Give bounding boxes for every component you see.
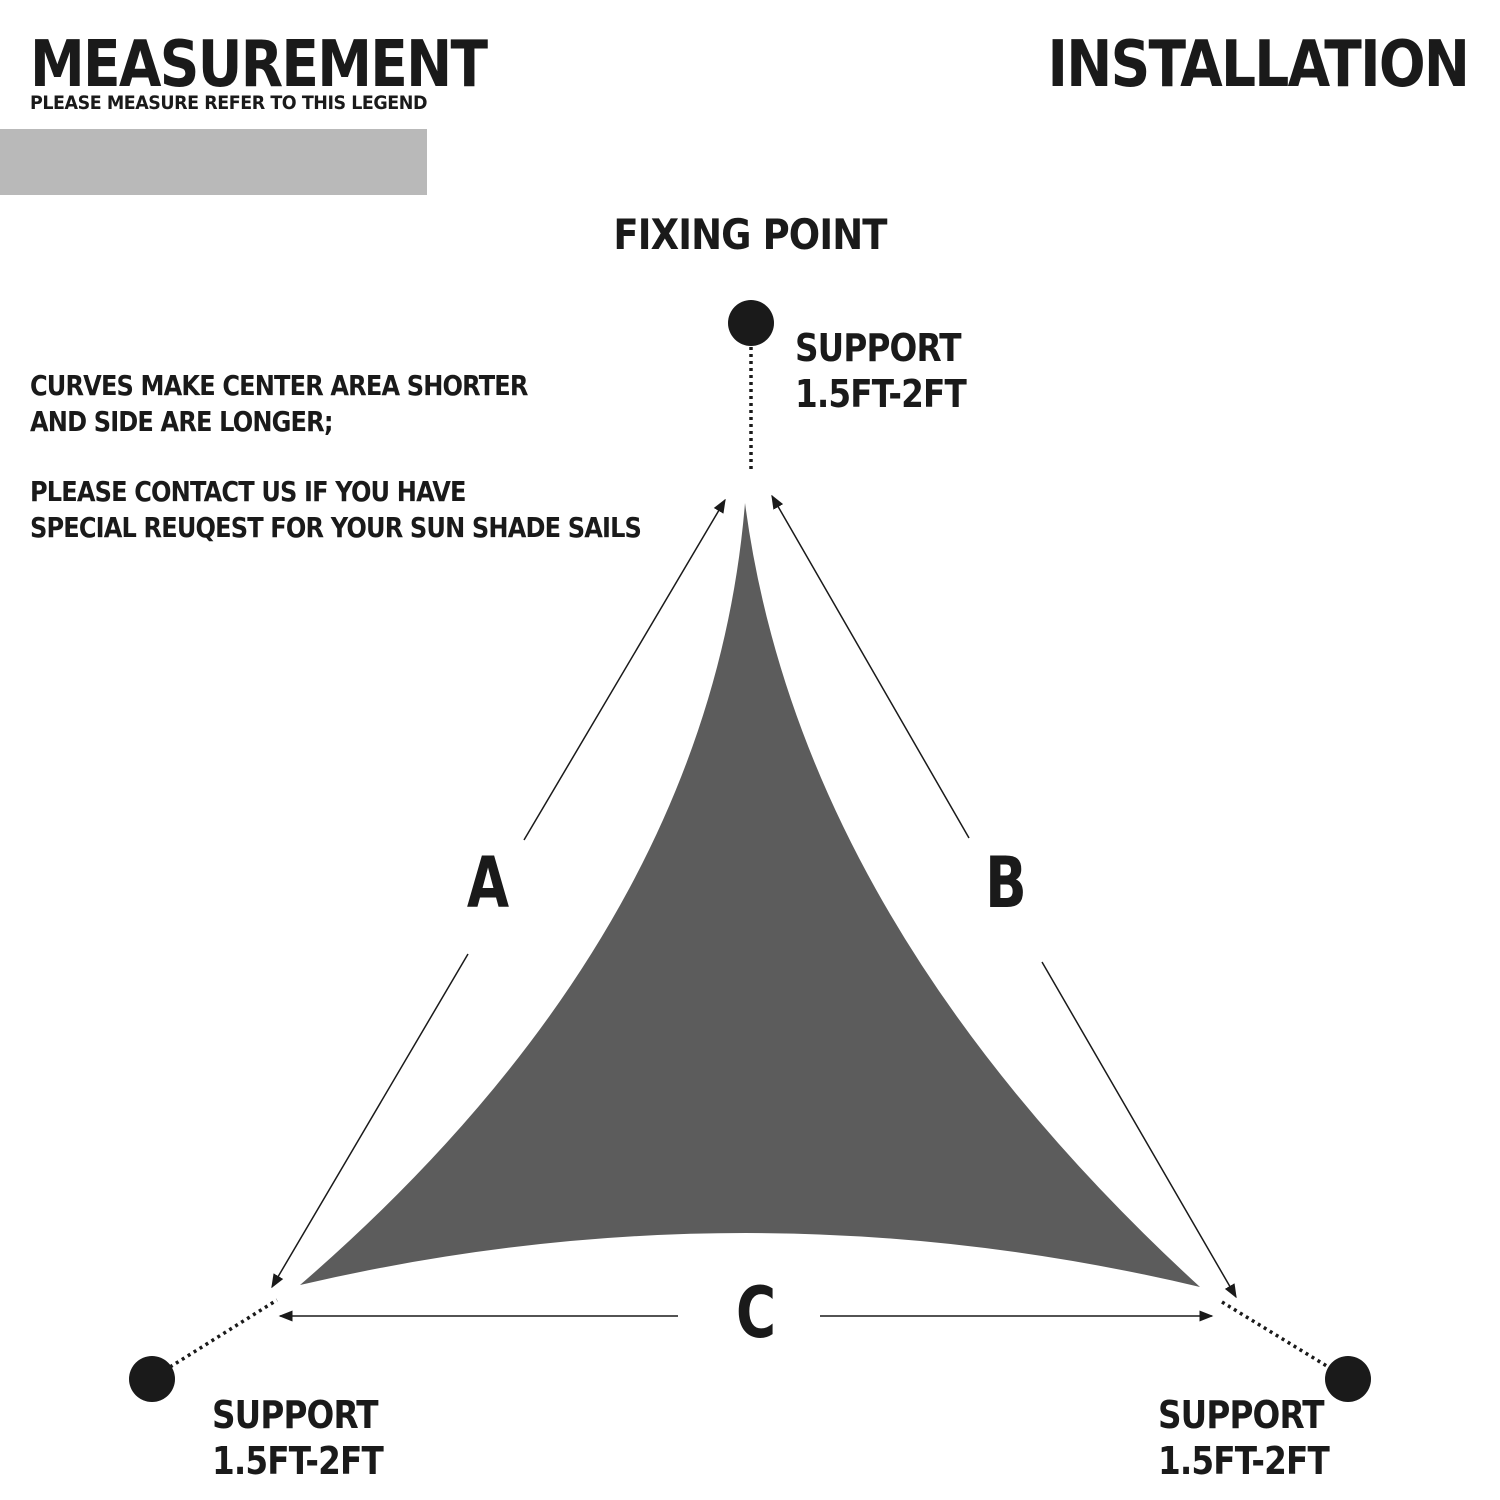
- left-support-label: SUPPORT 1.5FT-2FT: [212, 1392, 384, 1484]
- side-b-arrow-upper: [771, 494, 970, 839]
- legend-color-bar: [0, 129, 427, 195]
- side-a-arrow-upper: [523, 498, 726, 841]
- left-support-post: [129, 1356, 175, 1402]
- support-title: SUPPORT: [795, 326, 962, 370]
- curve-note-line-2: AND SIDE ARE LONGER;: [30, 405, 333, 438]
- support-range: 1.5FT-2FT: [1158, 1439, 1330, 1483]
- measurement-subtitle: PLEASE MEASURE REFER TO THIS LEGEND: [30, 92, 428, 114]
- support-title: SUPPORT: [212, 1393, 379, 1437]
- curve-note-line-1: CURVES MAKE CENTER AREA SHORTER: [30, 369, 528, 402]
- support-title: SUPPORT: [1158, 1393, 1325, 1437]
- curve-note: CURVES MAKE CENTER AREA SHORTER AND SIDE…: [30, 368, 528, 440]
- contact-note-line-1: PLEASE CONTACT US IF YOU HAVE: [30, 475, 466, 508]
- top-support-post: [728, 300, 774, 346]
- contact-note: PLEASE CONTACT US IF YOU HAVE SPECIAL RE…: [30, 474, 642, 546]
- shade-sail-shape: [300, 503, 1200, 1287]
- side-a-label: A: [466, 842, 510, 924]
- side-b-arrow-lower: [1041, 961, 1237, 1299]
- installation-title: INSTALLATION: [1047, 28, 1469, 102]
- left-tether-line: [169, 1298, 278, 1369]
- right-support-post: [1325, 1356, 1371, 1402]
- fixing-point-label: FIXING POINT: [613, 210, 887, 259]
- measurement-title: MEASUREMENT: [30, 28, 488, 102]
- right-support-label: SUPPORT 1.5FT-2FT: [1158, 1392, 1330, 1484]
- side-b-label: B: [985, 842, 1027, 924]
- support-range: 1.5FT-2FT: [795, 372, 967, 416]
- support-range: 1.5FT-2FT: [212, 1439, 384, 1483]
- right-tether-line: [1221, 1300, 1331, 1370]
- side-a-arrow-lower: [271, 953, 469, 1289]
- contact-note-line-2: SPECIAL REUQEST FOR YOUR SUN SHADE SAILS: [30, 511, 642, 544]
- side-c-label: C: [735, 1272, 777, 1354]
- top-support-label: SUPPORT 1.5FT-2FT: [795, 325, 967, 417]
